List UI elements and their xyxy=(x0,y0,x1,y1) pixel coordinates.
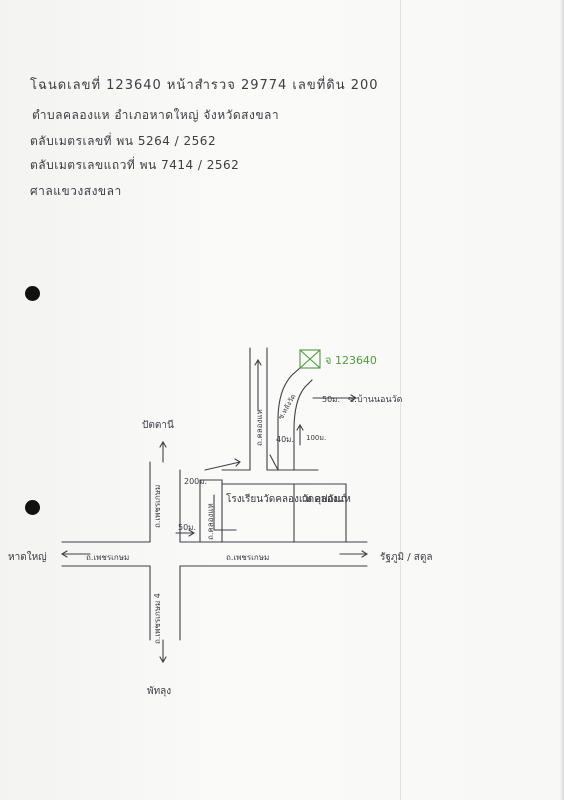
north-direction-label: ปัตตานี xyxy=(142,419,174,431)
arrow-east xyxy=(339,550,369,558)
side-soi-label: ซ.บ้านนอนวัด xyxy=(348,394,403,405)
parcel-x-mark xyxy=(299,349,321,369)
arrow-up-road xyxy=(254,358,262,411)
route-arrow-5 xyxy=(269,454,279,471)
punch-hole-bottom xyxy=(25,500,40,515)
parcel-box xyxy=(299,349,321,369)
distance-50-label: 50ม. xyxy=(322,395,340,404)
route-arrow-2 xyxy=(213,494,237,531)
arrow-soi-side xyxy=(339,394,358,402)
tape-row-line: ตลับเมตรเลขแถวที่ พน 7414 / 2562 xyxy=(30,158,240,172)
curved-soi-inner xyxy=(293,379,313,471)
east-direction-label: รัฐภูมิ / สตูล xyxy=(380,552,433,563)
distance-100-label: 100ม. xyxy=(306,434,326,442)
soi-road-label-left: ถ.คลองแห xyxy=(206,503,215,540)
north-road-label: ถ.เพชรเกษม xyxy=(153,485,162,528)
school-block xyxy=(221,483,347,543)
south-road-label: ถ.เพชรเกษม 4 xyxy=(153,593,162,644)
distance-200-label: 200ม. xyxy=(184,477,207,486)
arrow-south xyxy=(159,639,167,664)
title-deed-line: โฉนดเลขที่ 123640 หน้าสำรวจ 29774 เลขที่… xyxy=(30,78,379,93)
main-road-label-right: ถ.เพชรเกษม xyxy=(226,553,269,562)
main-road-label-left: ถ.เพชรเกษม xyxy=(86,553,129,562)
route-arrow-1 xyxy=(204,458,241,471)
south-direction-label: พัทลุง xyxy=(147,686,171,697)
curved-soi-outer xyxy=(277,367,301,471)
distance-50b-label: 50ม. xyxy=(178,523,196,532)
page-edge xyxy=(560,0,564,800)
location-line: ตำบลคลองแห อำเภอหาดใหญ่ จังหวัดสงขลา xyxy=(32,108,280,122)
parcel-label: จ 123640 xyxy=(325,354,377,367)
route-arrow-3 xyxy=(175,529,196,537)
school-label: โรงเรียนวัดคลองแห อุปถัมภ์ xyxy=(226,492,347,505)
soi-road-label-right: ถ.คลองแห xyxy=(255,409,264,446)
punch-hole-top xyxy=(25,286,40,301)
route-arrow-4 xyxy=(296,423,304,446)
temple-label: วัดคลองแห xyxy=(302,494,351,505)
tape-number-line: ตลับเมตรเลขที่ พน 5264 / 2562 xyxy=(30,134,217,148)
arrow-north xyxy=(159,440,167,463)
west-direction-label: หาดใหญ่ xyxy=(8,551,47,563)
arrow-west xyxy=(60,550,91,558)
court-line: ศาลแขวงสงขลา xyxy=(30,184,122,198)
fold-line xyxy=(400,0,401,800)
distance-40-label: 40ม. xyxy=(276,435,294,444)
